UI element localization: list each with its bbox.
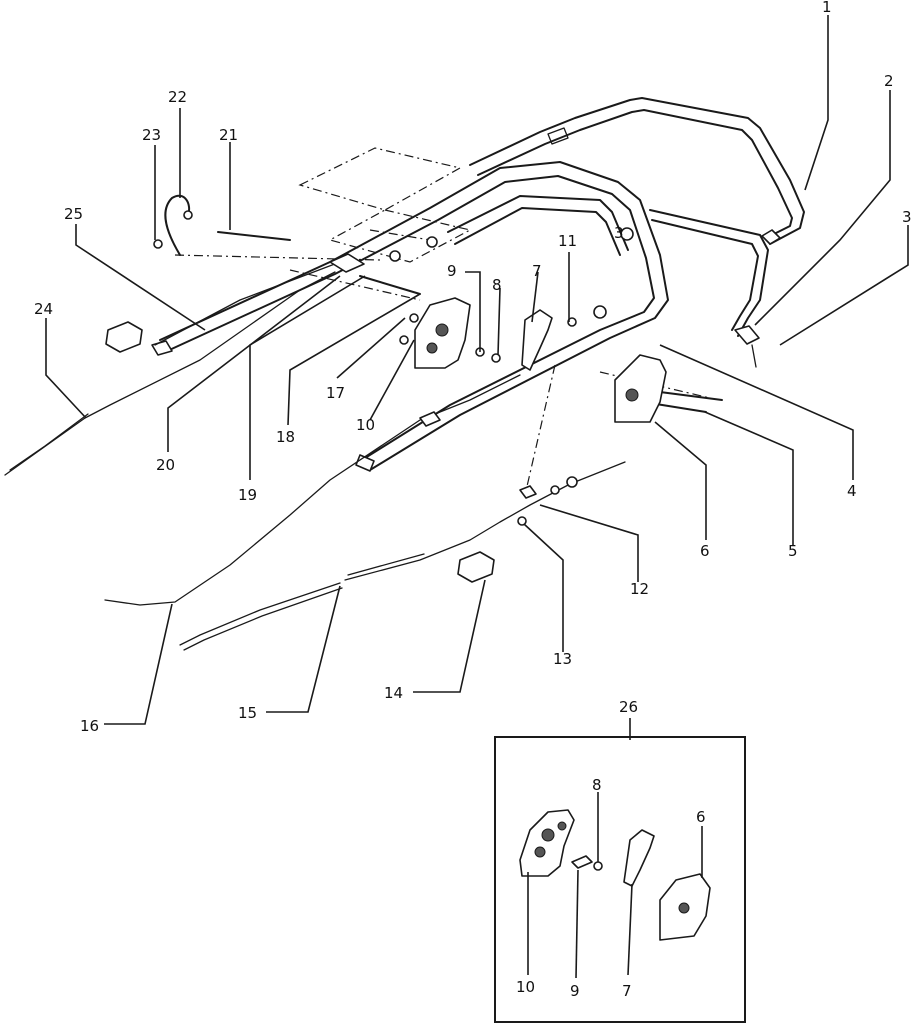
callout-24: 24 <box>34 300 53 318</box>
inset-kit-26: 26 8 6 10 9 7 <box>494 698 746 1023</box>
callout-25: 25 <box>64 205 83 223</box>
callout-4: 4 <box>847 482 857 500</box>
callout-13: 13 <box>553 650 572 668</box>
callout-20: 20 <box>156 456 175 474</box>
leader-lines <box>45 15 909 740</box>
cables <box>4 261 626 651</box>
callout-3b: 3 <box>614 224 624 242</box>
callout-labels: 1 2 3 3 4 5 6 7 8 9 10 11 12 13 14 15 16… <box>34 0 912 735</box>
inset-callout-7: 7 <box>622 982 632 1000</box>
inset-callout-8: 8 <box>592 776 602 794</box>
callout-5: 5 <box>788 542 798 560</box>
mounting-plane <box>174 147 711 496</box>
callout-16: 16 <box>80 717 99 735</box>
callout-12: 12 <box>630 580 649 598</box>
control-brackets <box>414 297 667 423</box>
inset-callout-6: 6 <box>696 808 706 826</box>
callout-7: 7 <box>532 262 542 280</box>
callout-15: 15 <box>238 704 257 722</box>
inset-frame <box>494 736 746 1023</box>
callout-17: 17 <box>326 384 345 402</box>
callout-9: 9 <box>447 262 457 280</box>
callout-1: 1 <box>822 0 832 16</box>
callout-14: 14 <box>384 684 403 702</box>
callout-22: 22 <box>168 88 187 106</box>
upper-handle <box>469 97 805 245</box>
cable-clips <box>105 321 495 583</box>
inset-callout-9: 9 <box>570 982 580 1000</box>
callout-10: 10 <box>356 416 375 434</box>
inset-callout-10: 10 <box>516 978 535 996</box>
callout-8: 8 <box>492 276 502 294</box>
callout-6: 6 <box>700 542 710 560</box>
callout-19: 19 <box>238 486 257 504</box>
callout-11: 11 <box>558 232 577 250</box>
callout-3a: 3 <box>902 208 912 226</box>
callout-2: 2 <box>884 72 894 90</box>
callout-23: 23 <box>142 126 161 144</box>
callout-21: 21 <box>219 126 238 144</box>
inset-title: 26 <box>619 698 638 716</box>
lower-handle <box>151 161 769 472</box>
callout-18: 18 <box>276 428 295 446</box>
